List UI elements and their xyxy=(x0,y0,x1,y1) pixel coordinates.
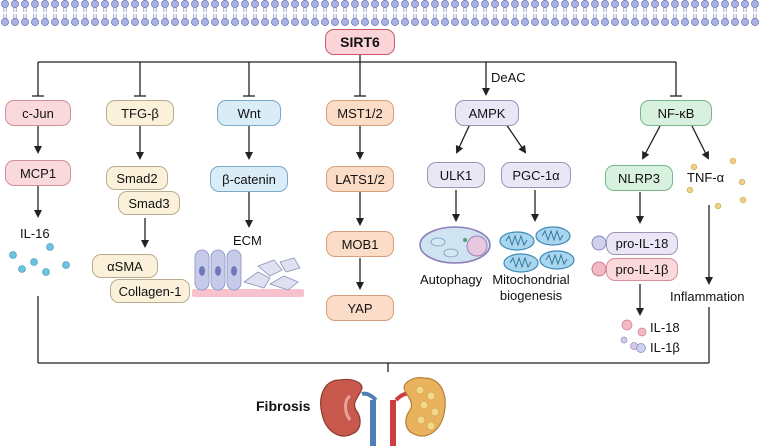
nlrp3-node: NLRP3 xyxy=(605,165,673,191)
nfkb-node: NF-κB xyxy=(640,100,712,126)
tgf-beta-node: TFG-β xyxy=(106,100,174,126)
kidney-illustration xyxy=(320,377,446,446)
deac-label: DeAC xyxy=(491,70,526,85)
cjun-node: c-Jun xyxy=(5,100,71,126)
pro-il1b-node: pro-IL-1β xyxy=(606,258,678,281)
mito-label-line2: biogenesis xyxy=(499,288,563,303)
il1b-label: IL-1β xyxy=(650,340,680,355)
fibrosis-label: Fibrosis xyxy=(256,398,311,414)
ecm-illustration xyxy=(192,249,304,297)
mst12-node: MST1/2 xyxy=(326,100,394,126)
smad3-node: Smad3 xyxy=(118,191,180,215)
tnfa-label: TNF-α xyxy=(687,170,725,185)
inflammation-label: Inflammation xyxy=(670,289,745,304)
il18-label: IL-18 xyxy=(650,320,680,335)
collagen1-node: Collagen-1 xyxy=(110,279,190,303)
mito-label-line1: Mitochondrial xyxy=(492,272,570,287)
mitochondria-illustration xyxy=(499,226,575,273)
cell-membrane xyxy=(0,0,760,26)
wnt-node: Wnt xyxy=(217,100,281,126)
pgc1a-node: PGC-1α xyxy=(501,162,571,188)
fibrosis-convergence-lines xyxy=(37,296,710,372)
il16-label: IL-16 xyxy=(20,226,50,241)
pro-il18-circle xyxy=(591,235,607,251)
il16-particles xyxy=(9,243,70,276)
mcp1-node: MCP1 xyxy=(5,160,71,186)
ecm-label: ECM xyxy=(233,233,262,248)
cytokine-particles xyxy=(620,319,647,353)
autophagy-label: Autophagy xyxy=(420,272,483,287)
tnfa-particles xyxy=(686,157,747,210)
yap-node: YAP xyxy=(326,295,394,321)
beta-catenin-node: β-catenin xyxy=(210,166,288,192)
mob1-node: MOB1 xyxy=(326,231,394,257)
sirt6-node: SIRT6 xyxy=(325,29,395,55)
ampk-node: AMPK xyxy=(455,100,519,126)
autophagy-illustration xyxy=(419,226,491,264)
ulk1-node: ULK1 xyxy=(427,162,485,188)
pro-il18-node: pro-IL-18 xyxy=(606,232,678,255)
pro-il1b-circle xyxy=(591,261,607,277)
asma-node: αSMA xyxy=(92,254,158,278)
lats12-node: LATS1/2 xyxy=(326,166,394,192)
smad2-node: Smad2 xyxy=(106,166,168,190)
sirt6-branch-lines xyxy=(32,55,682,97)
pathway-arrows xyxy=(34,123,713,316)
